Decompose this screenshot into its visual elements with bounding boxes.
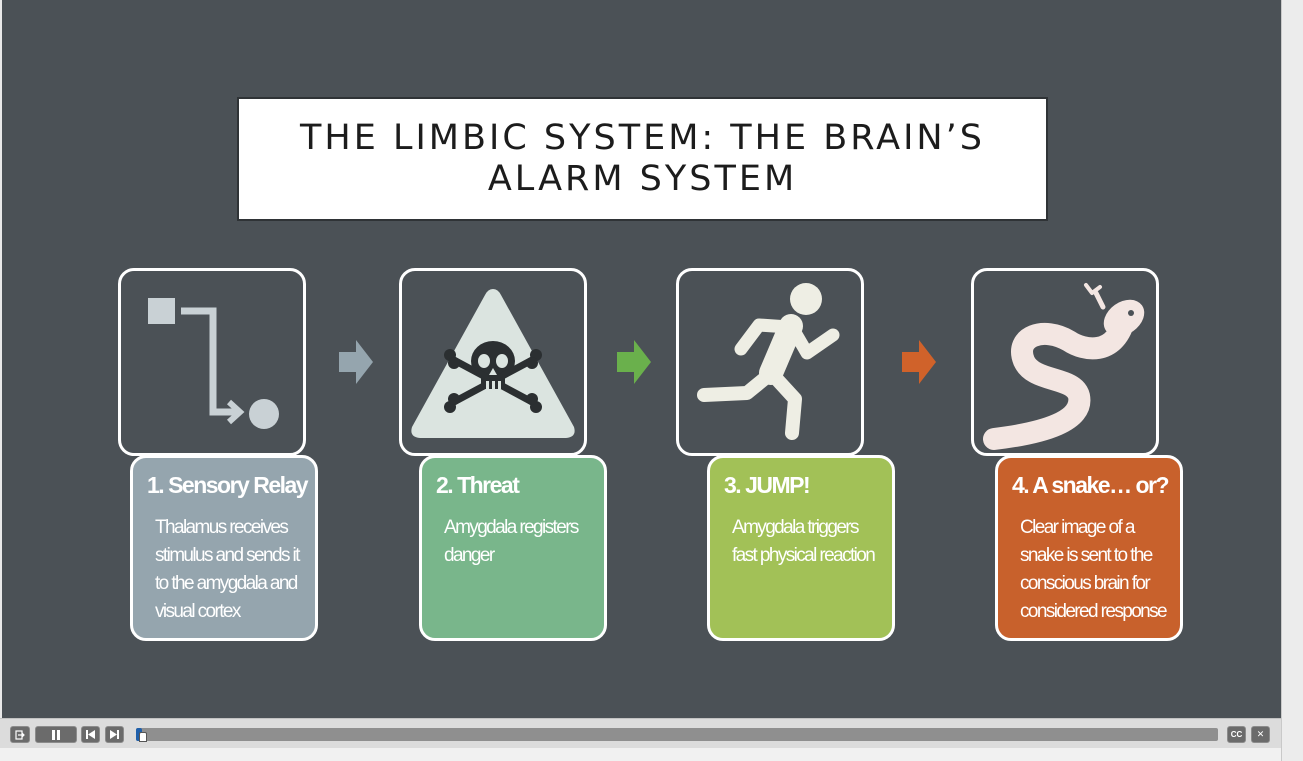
- slide-canvas: THE LIMBIC SYSTEM: THE BRAIN’S ALARM SYS…: [2, 0, 1281, 718]
- captions-button[interactable]: CC: [1227, 726, 1246, 743]
- flow-diagram-icon: [148, 298, 279, 429]
- step-2-title: 2. Threat: [436, 472, 520, 498]
- step-4-description: Clear image of a snake is sent to the co…: [1020, 517, 1168, 622]
- step-3-description: Amygdala triggers fast physical reaction: [732, 517, 876, 566]
- player-control-bar: CC ✕: [0, 718, 1281, 748]
- window-bottom-strip: [0, 748, 1281, 761]
- step-1-card: 1. Sensory Relay Thalamus receives stimu…: [130, 455, 318, 641]
- exit-button[interactable]: [10, 726, 30, 743]
- progress-bar[interactable]: [136, 728, 1218, 741]
- danger-skull-icon: [411, 289, 575, 438]
- running-person-icon: [697, 283, 840, 440]
- snake-icon: [983, 283, 1145, 450]
- slide-title: THE LIMBIC SYSTEM: THE BRAIN’S ALARM SYS…: [300, 118, 985, 199]
- step-4-icon-box: [971, 268, 1159, 456]
- previous-button[interactable]: [81, 726, 100, 743]
- step-4-card: 4. A snake… or? Clear image of a snake i…: [995, 455, 1183, 641]
- step-3-title: 3. JUMP!: [724, 472, 811, 498]
- close-button[interactable]: ✕: [1251, 726, 1270, 743]
- arrow-right-icon: [902, 340, 936, 384]
- pause-button[interactable]: [35, 726, 77, 743]
- step-1-icon-box: [118, 268, 306, 456]
- step-3-icon-box: [676, 268, 864, 456]
- step-2-description: Amygdala registers danger: [444, 517, 579, 566]
- arrow-right-icon: [339, 340, 373, 384]
- slide-title-box: THE LIMBIC SYSTEM: THE BRAIN’S ALARM SYS…: [237, 97, 1048, 221]
- skip-forward-icon: [110, 730, 119, 739]
- arrow-right-icon: [617, 340, 651, 384]
- pause-icon: [52, 729, 60, 740]
- step-2-card: 2. Threat Amygdala registers danger: [419, 455, 607, 641]
- window-edge: [1281, 0, 1303, 761]
- step-4-title: 4. A snake… or?: [1012, 472, 1170, 498]
- step-1-description: Thalamus receives stimulus and sends it …: [155, 517, 300, 622]
- step-2-icon-box: [399, 268, 587, 456]
- skip-back-icon: [86, 730, 95, 739]
- scrub-handle[interactable]: [139, 732, 147, 742]
- next-button[interactable]: [105, 726, 124, 743]
- exit-icon: [15, 729, 25, 740]
- step-1-title: 1. Sensory Relay: [147, 472, 309, 498]
- step-3-card: 3. JUMP! Amygdala triggers fast physical…: [707, 455, 895, 641]
